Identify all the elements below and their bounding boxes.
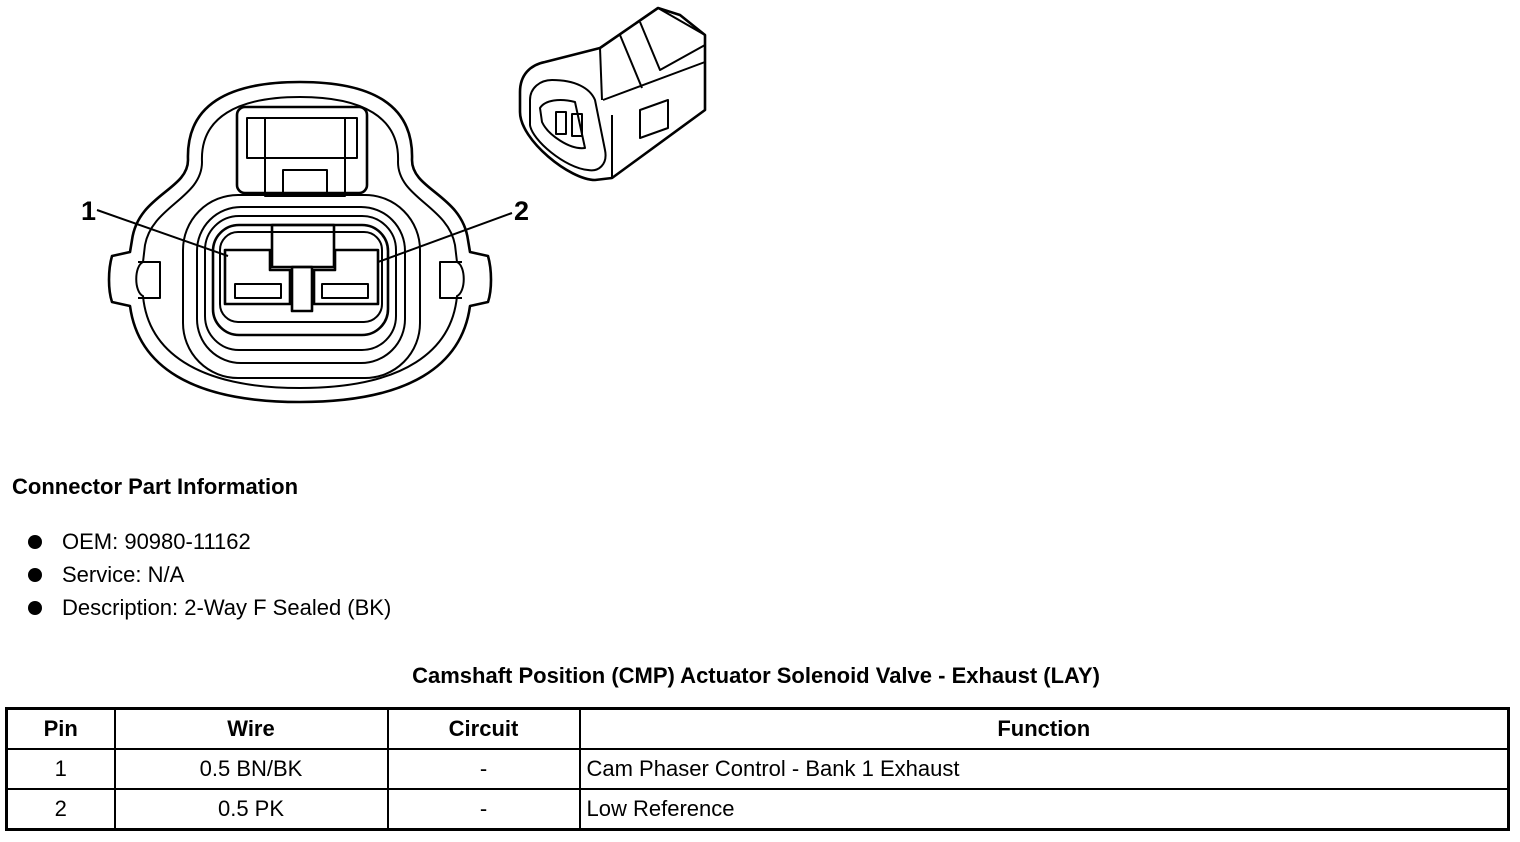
pin-2-leader-line	[377, 212, 513, 263]
pin-2-label: 2	[514, 196, 529, 226]
list-item: Description: 2-Way F Sealed (BK)	[28, 591, 391, 624]
circuit-cell: -	[386, 788, 581, 831]
pin-1-leader-line	[96, 209, 229, 257]
connector-info-list: OEM: 90980-11162 Service: N/A Descriptio…	[28, 525, 391, 624]
pin-1-label: 1	[81, 196, 96, 226]
table-header-row: Pin Wire Circuit Function	[5, 707, 1510, 750]
terminal-1	[223, 248, 292, 306]
connector-info-heading: Connector Part Information	[12, 474, 299, 499]
service-part-number: Service: N/A	[62, 561, 185, 587]
function-cell: Cam Phaser Control - Bank 1 Exhaust	[578, 748, 1510, 790]
table-row: 2 0.5 PK - Low Reference	[5, 788, 1510, 831]
table-row: 1 0.5 BN/BK - Cam Phaser Control - Bank …	[5, 748, 1510, 790]
terminal-2	[312, 248, 380, 306]
column-header-circuit: Circuit	[386, 707, 581, 750]
bullet-icon	[28, 567, 42, 582]
connector-outer-outline	[107, 80, 493, 404]
oem-part-number: OEM: 90980-11162	[62, 528, 251, 554]
bullet-icon	[28, 534, 42, 549]
list-item: Service: N/A	[28, 558, 391, 591]
circuit-cell: -	[386, 748, 581, 790]
connector-description: Description: 2-Way F Sealed (BK)	[62, 594, 392, 620]
pinout-table: Pin Wire Circuit Function 1 0.5 BN/BK - …	[5, 707, 1510, 831]
column-header-pin: Pin	[5, 707, 116, 750]
bullet-icon	[28, 600, 42, 615]
pin-cell: 1	[5, 748, 116, 790]
connector-3d-view	[518, 6, 707, 182]
column-header-wire: Wire	[113, 707, 389, 750]
connector-face-view: 1 2	[81, 80, 529, 404]
function-cell: Low Reference	[578, 788, 1510, 831]
column-header-function: Function	[578, 707, 1510, 750]
wire-cell: 0.5 PK	[113, 788, 389, 831]
list-item: OEM: 90980-11162	[28, 525, 391, 558]
connector-inner-outline	[135, 96, 465, 389]
connector-diagram: 1 2	[81, 6, 707, 404]
table-title: Camshaft Position (CMP) Actuator Solenoi…	[412, 663, 1100, 688]
wire-cell: 0.5 BN/BK	[113, 748, 389, 790]
pin-cell: 2	[5, 788, 116, 831]
